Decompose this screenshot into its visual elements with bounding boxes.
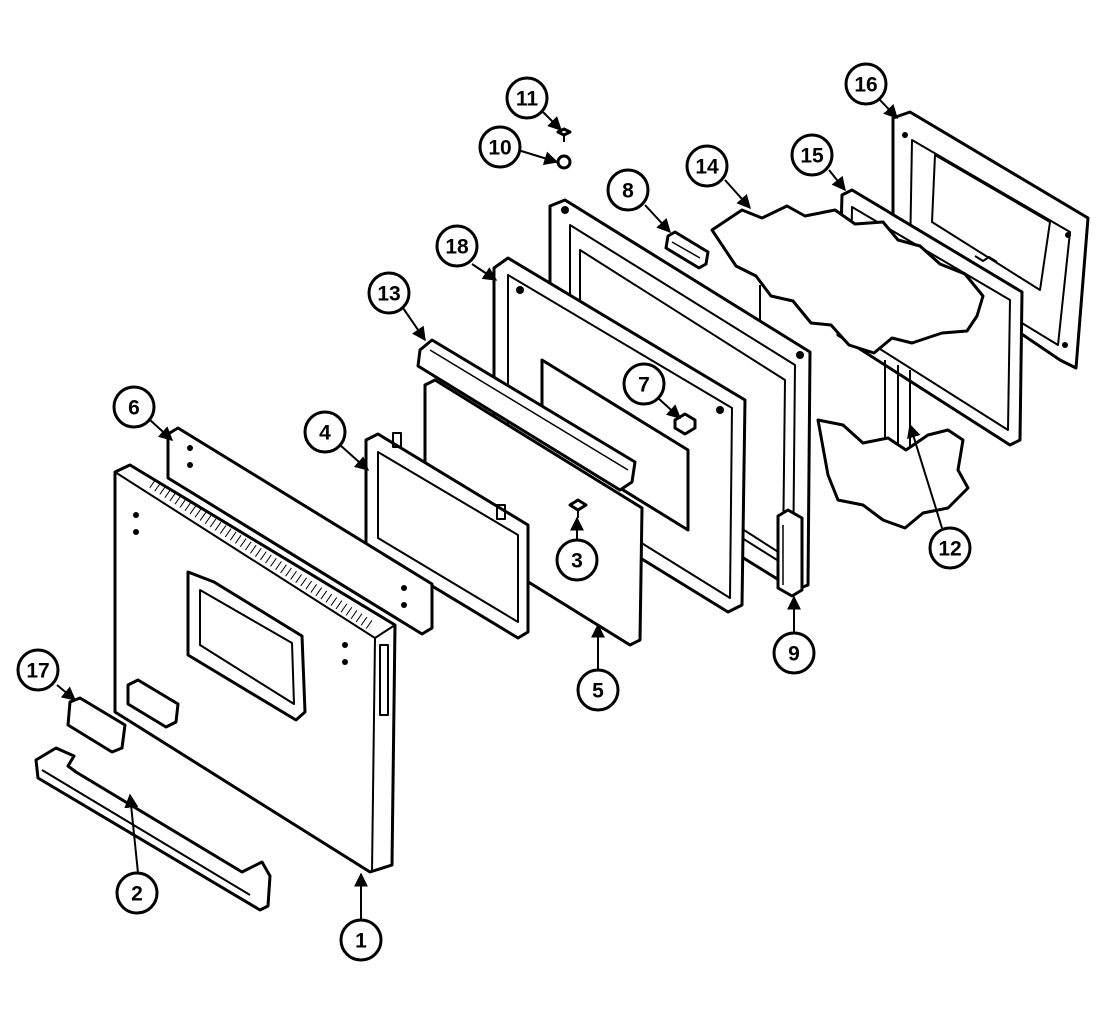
part-3-screw xyxy=(568,498,588,518)
callout-18: 18 xyxy=(435,224,479,268)
svg-text:13: 13 xyxy=(377,283,400,306)
callout-13: 13 xyxy=(367,271,411,315)
callout-4: 4 xyxy=(303,410,347,454)
svg-text:16: 16 xyxy=(854,74,877,97)
svg-text:15: 15 xyxy=(800,145,824,168)
callout-2: 2 xyxy=(115,871,159,915)
callout-9: 9 xyxy=(772,631,816,675)
callout-16: 16 xyxy=(844,62,888,106)
part-11-screw xyxy=(556,127,572,142)
svg-text:9: 9 xyxy=(788,643,800,666)
svg-text:7: 7 xyxy=(638,374,650,397)
leader-lines xyxy=(56,99,943,920)
part-6-vent-panel xyxy=(166,426,434,636)
callout-7: 7 xyxy=(622,362,666,406)
callout-11: 11 xyxy=(505,76,549,120)
svg-text:2: 2 xyxy=(131,883,143,906)
svg-text:4: 4 xyxy=(319,422,331,445)
svg-text:10: 10 xyxy=(488,137,511,160)
callout-14: 14 xyxy=(685,144,729,188)
callout-1: 1 xyxy=(339,918,383,962)
part-2-handle xyxy=(34,746,272,912)
part-17-badge xyxy=(66,696,127,754)
callout-5: 5 xyxy=(576,668,620,712)
part-13-bracket xyxy=(416,338,637,492)
svg-text:12: 12 xyxy=(938,538,961,561)
callout-6: 6 xyxy=(112,385,156,429)
svg-text:11: 11 xyxy=(516,88,539,111)
svg-text:14: 14 xyxy=(695,156,719,179)
svg-text:8: 8 xyxy=(622,180,634,203)
svg-text:6: 6 xyxy=(128,397,140,420)
callout-17: 17 xyxy=(16,648,60,692)
callout-10: 10 xyxy=(478,125,522,169)
svg-text:5: 5 xyxy=(592,680,604,703)
part-9-hinge-channel xyxy=(776,508,804,598)
part-7-clip xyxy=(673,412,697,436)
part-8-hinge-receptacle xyxy=(664,230,710,270)
part-1-outer-door xyxy=(113,463,397,874)
callout-3: 3 xyxy=(555,538,599,582)
callout-12: 12 xyxy=(928,526,972,570)
callout-15: 15 xyxy=(790,133,834,177)
svg-text:17: 17 xyxy=(26,660,49,683)
svg-text:18: 18 xyxy=(445,236,469,259)
svg-text:1: 1 xyxy=(355,930,367,953)
svg-text:3: 3 xyxy=(571,550,583,573)
callout-8: 8 xyxy=(606,168,650,212)
part-10-nut xyxy=(556,154,572,170)
part-14-insulation xyxy=(710,204,985,530)
